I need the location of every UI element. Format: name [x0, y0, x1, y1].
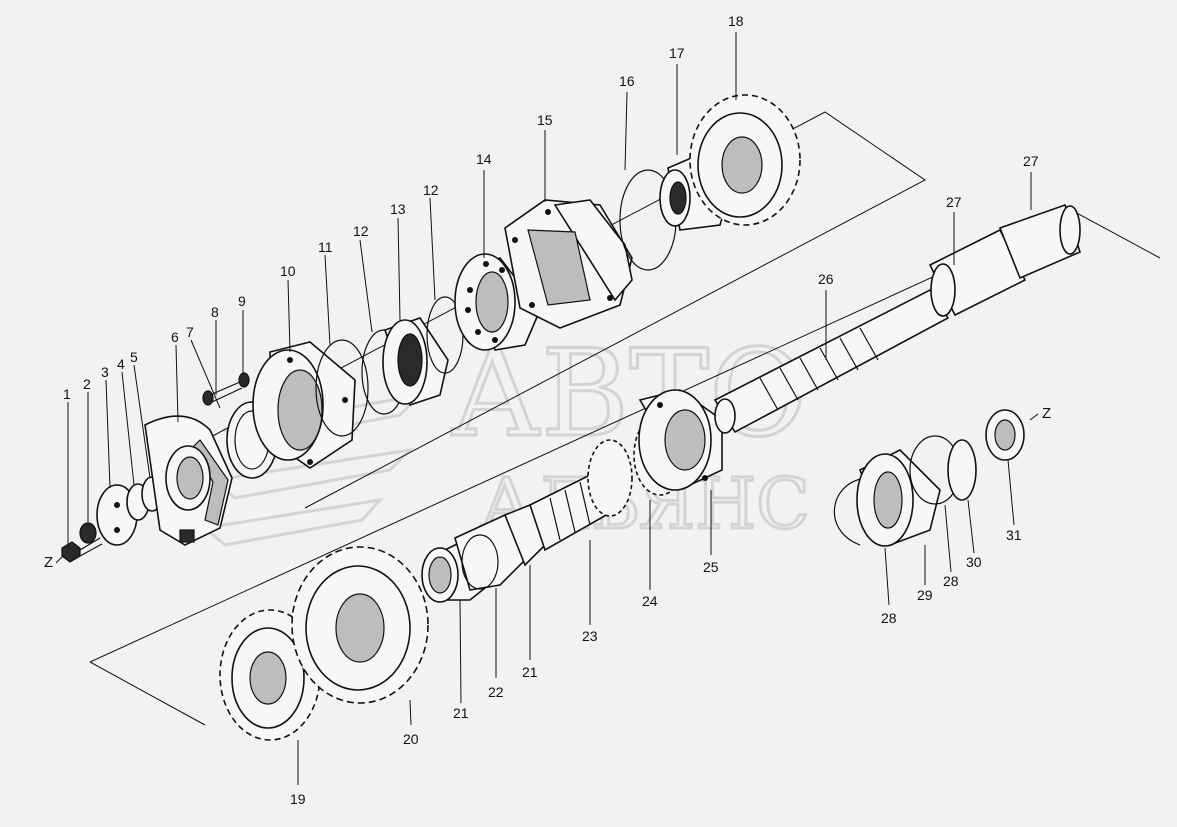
part-27-spacer-b	[998, 203, 1081, 280]
callout-numbers: 1 2 3 4 5 6 7 8 9 10 11 12 12 13 14 15 1…	[63, 13, 1039, 807]
callout-3: 3	[101, 364, 109, 380]
part-20-gear	[291, 546, 429, 704]
part-13-roller-bearing	[382, 317, 449, 407]
axis-label-z-right: Z	[1042, 405, 1051, 422]
callout-12a: 12	[353, 223, 369, 239]
callout-22: 22	[488, 684, 504, 700]
callout-8: 8	[211, 304, 219, 320]
callout-30: 30	[966, 554, 982, 570]
callout-1: 1	[63, 386, 71, 402]
part-9-washer	[238, 372, 250, 388]
callout-19: 19	[290, 791, 306, 807]
part-14-ball-bearing	[454, 253, 541, 351]
callout-16: 16	[619, 73, 635, 89]
part-28-snap-ring-a	[833, 477, 869, 546]
part-6-cover	[144, 415, 233, 546]
callout-21a: 21	[453, 705, 469, 721]
callout-20: 20	[403, 731, 419, 747]
part-31-nut	[985, 409, 1025, 461]
part-11-o-ring	[315, 339, 369, 437]
callout-31: 31	[1006, 527, 1022, 543]
part-15-flange-housing	[504, 199, 633, 329]
callout-27b: 27	[1023, 153, 1039, 169]
callout-18: 18	[728, 13, 744, 29]
part-25-flange	[638, 389, 723, 491]
callout-28a: 28	[881, 610, 897, 626]
part-30-spacer-ring	[947, 439, 977, 501]
callout-2: 2	[83, 376, 91, 392]
callout-27a: 27	[946, 194, 962, 210]
callout-25: 25	[703, 559, 719, 575]
part-8-bolt	[202, 381, 243, 406]
callout-14: 14	[476, 151, 492, 167]
part-29-bearing	[856, 449, 941, 547]
callout-4: 4	[117, 356, 125, 372]
callout-13: 13	[390, 201, 406, 217]
lower-frame-left	[89, 661, 206, 726]
part-2-washer	[79, 522, 97, 544]
part-18-gear	[689, 94, 801, 226]
callout-24: 24	[642, 593, 658, 609]
axis-label-z-left: Z	[44, 554, 53, 571]
callout-12b: 12	[423, 182, 439, 198]
callout-7: 7	[186, 324, 194, 340]
callout-17: 17	[669, 45, 685, 61]
part-22-needle-bearing	[454, 513, 526, 591]
callout-23: 23	[582, 628, 598, 644]
callout-6: 6	[171, 329, 179, 345]
callout-5: 5	[130, 349, 138, 365]
callout-28b: 28	[943, 573, 959, 589]
leader-lines	[67, 32, 1032, 785]
part-26-shaft	[713, 288, 950, 434]
callout-29: 29	[917, 587, 933, 603]
part-1-bolt	[61, 537, 103, 563]
callout-15: 15	[537, 112, 553, 128]
part-27-spacer-a	[928, 228, 1027, 317]
callout-11: 11	[318, 239, 333, 255]
part-10-bearing-housing	[252, 341, 356, 469]
callout-26: 26	[818, 271, 834, 287]
axis-labels: Z Z	[44, 405, 1051, 571]
callout-10: 10	[280, 263, 296, 279]
callout-9: 9	[238, 293, 246, 309]
callout-21b: 21	[522, 664, 538, 680]
